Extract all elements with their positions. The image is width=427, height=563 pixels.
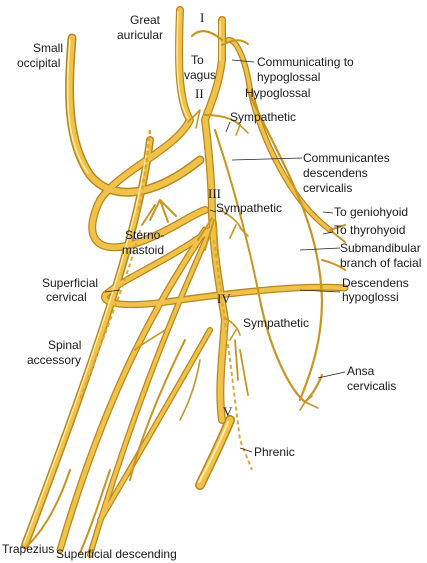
to-thyrohyoid-label: To thyrohyoid [334, 223, 405, 237]
sympathetic-ii-label: Sympathetic [230, 110, 296, 124]
hypoglossal-label: Hypoglossal [245, 86, 310, 100]
submandibular-label-line1: Submandibular [340, 241, 421, 255]
cervical-nerve-3-label: III [208, 186, 221, 201]
ansa-cervicalis-label-line2: cervicalis [347, 379, 396, 393]
spinal-accessory-label-line1: Spinal [48, 338, 81, 352]
great-auricular-label-line1: Great [130, 13, 161, 27]
sternomastoid-label-line2: mastoid [122, 243, 164, 257]
trapezius-label: Trapezius [2, 542, 54, 556]
nerve-illustration [21, 6, 349, 558]
labels: I II III IV V Great auricular Small occi… [2, 10, 421, 561]
cervical-nerve-4-label: IV [217, 291, 231, 306]
communicating-label-line1: Communicating to [257, 55, 354, 69]
to-vagus-label-line1: To [191, 53, 204, 67]
superficial-cervical-label-line2: cervical [46, 290, 87, 304]
cervical-nerve-2-label: II [195, 86, 204, 101]
descendens-hypoglossi-label-line2: hypoglossi [342, 290, 399, 304]
to-vagus-label-line2: vagus [184, 68, 216, 82]
cervical-nerve-1-label: I [200, 10, 204, 25]
communicantes-label-line1: Communicantes [303, 151, 390, 165]
leader-lines [104, 59, 346, 453]
sternomastoid-label-line1: Sterno- [125, 228, 164, 242]
phrenic-label: Phrenic [254, 445, 295, 459]
small-occipital-label-line2: occipital [17, 56, 60, 70]
descendens-hypoglossi-label-line1: Descendens [342, 276, 409, 290]
communicating-label-line2: hypoglossal [257, 70, 320, 84]
superficial-cervical-label-line1: Superficial [42, 276, 98, 290]
submandibular-label-line2: branch of facial [340, 256, 421, 270]
great-auricular-label-line2: auricular [117, 28, 163, 42]
spinal-accessory-label-line2: accessory [27, 353, 81, 367]
small-occipital-label-line1: Small [33, 41, 63, 55]
ansa-cervicalis-label-line1: Ansa [347, 364, 375, 378]
sympathetic-iii-label: Sympathetic [216, 201, 282, 215]
cervical-nerve-5-label: V [223, 404, 233, 419]
communicantes-label-line2: descendens [303, 166, 368, 180]
to-geniohyoid-label: To geniohyoid [334, 205, 408, 219]
communicantes-label-line3: cervicalis [303, 181, 352, 195]
sympathetic-iv-label: Sympathetic [243, 316, 309, 330]
superficial-descending-label: Superficial descending [56, 547, 177, 561]
